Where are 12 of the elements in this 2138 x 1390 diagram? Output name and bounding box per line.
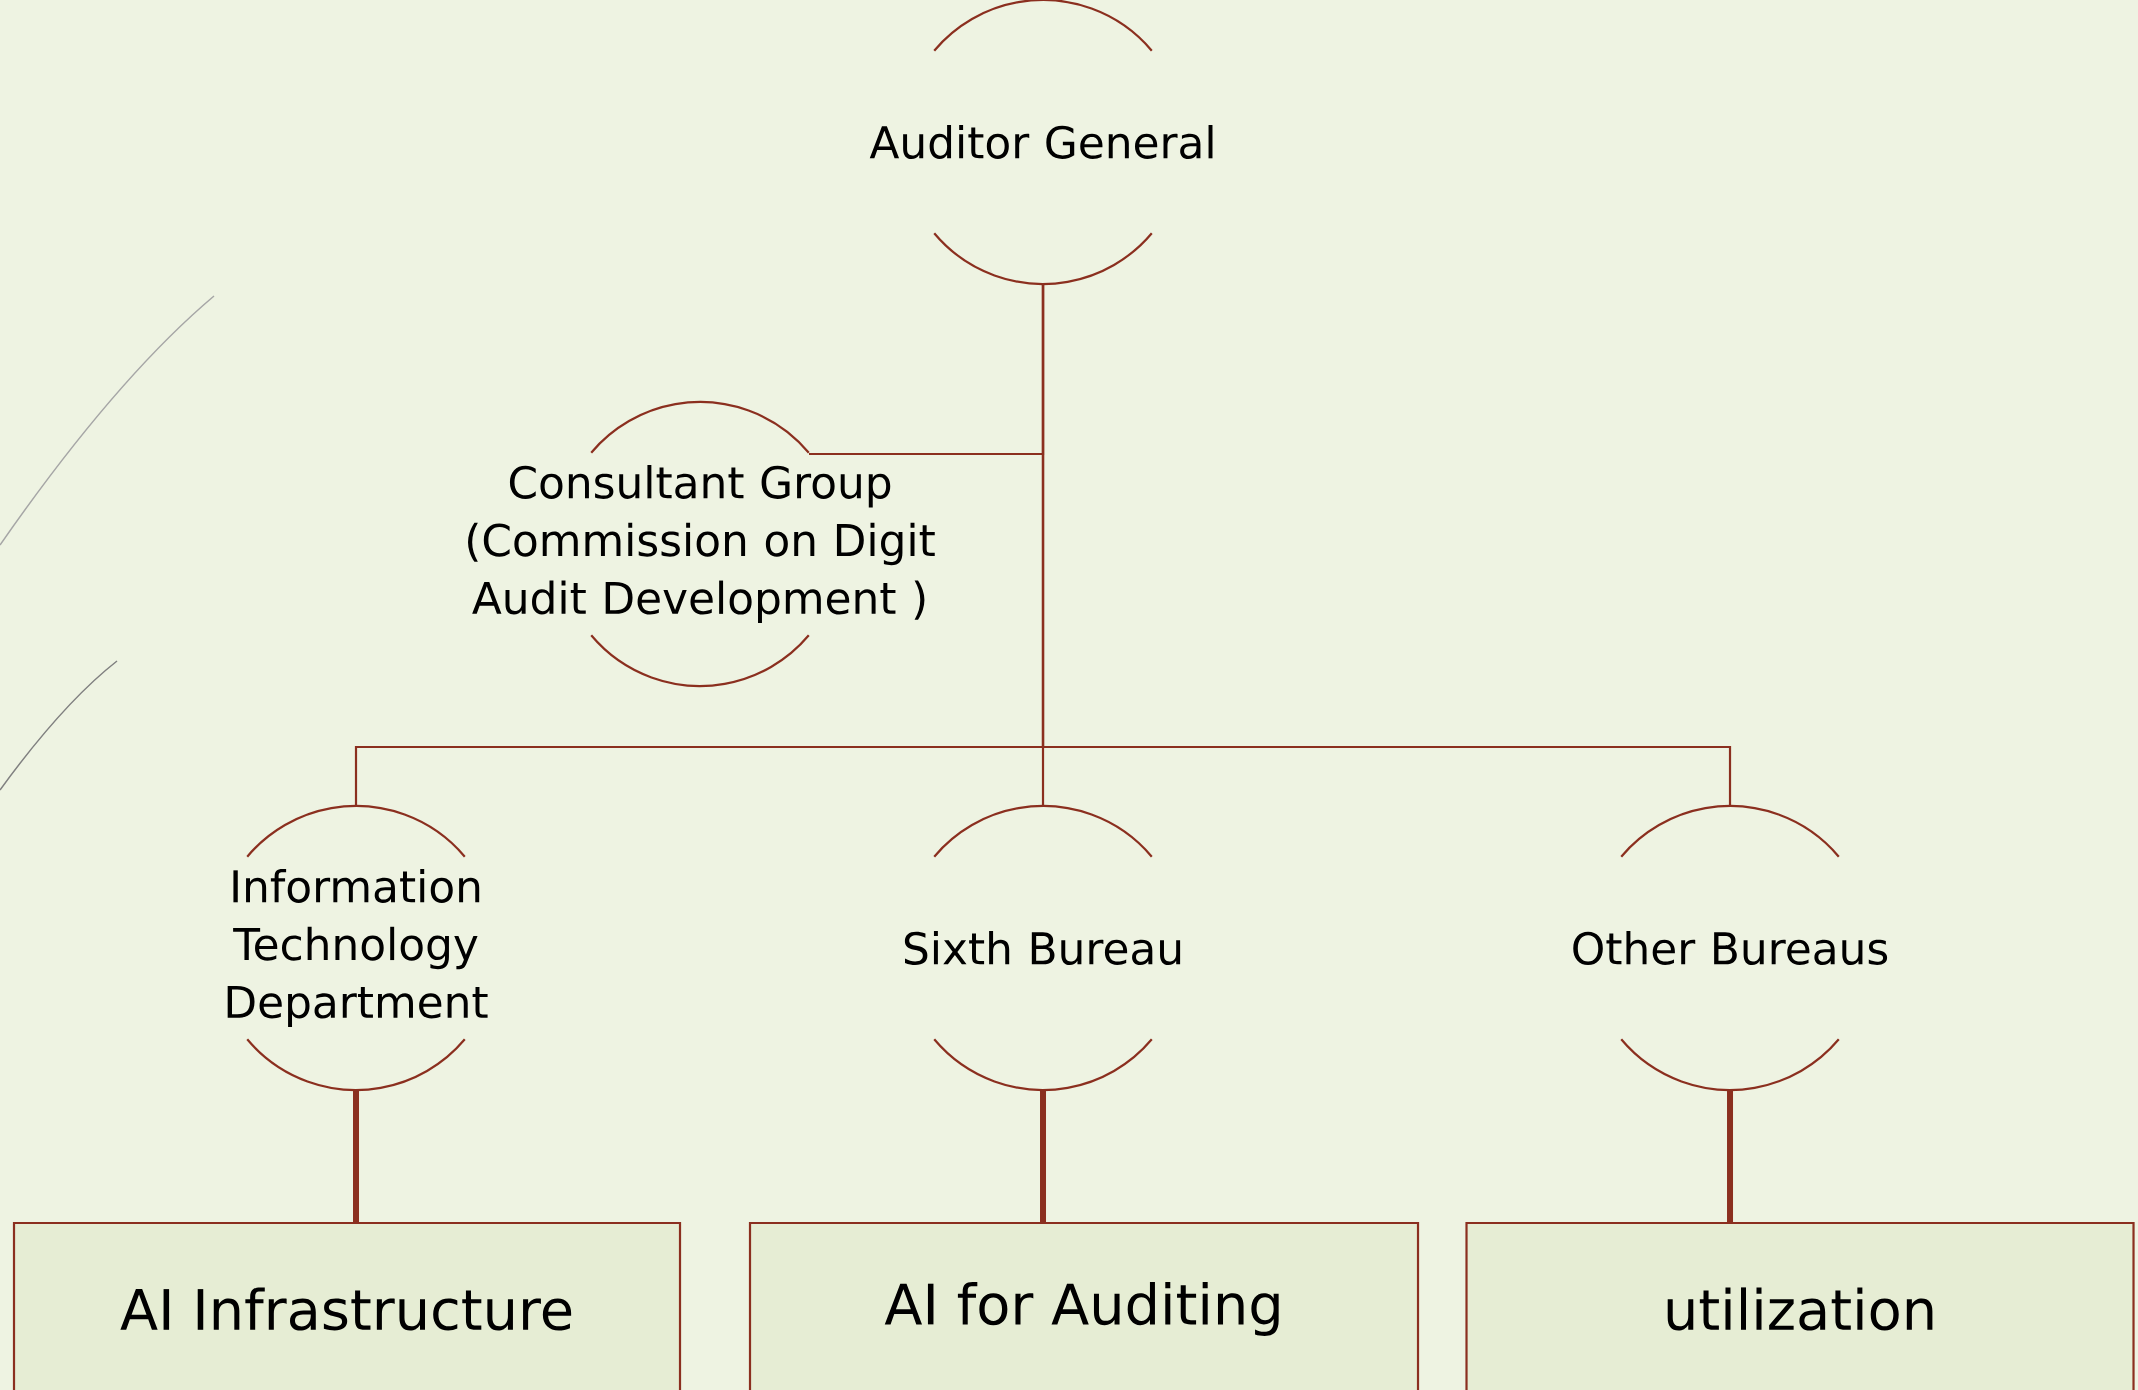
process-box: AI Infrastructure — [12, 1221, 682, 1390]
process-box: AI for Auditing — [748, 1221, 1420, 1390]
connector-line — [1041, 284, 1732, 806]
arc-node: Information Technology Department — [227, 804, 488, 1092]
process-box: utilization — [1465, 1221, 2135, 1390]
arc-node: Sixth Bureau — [904, 804, 1181, 1092]
arc-node: Auditor General — [869, 0, 1213, 286]
connector-line — [353, 1090, 359, 1223]
connector-line — [1727, 1090, 1733, 1223]
connector-line — [1040, 1090, 1046, 1223]
arc-node: Consultant Group (Commission on Digit Audit Development ) — [468, 400, 935, 688]
arc-node: Other Bureaus — [1573, 804, 1888, 1092]
